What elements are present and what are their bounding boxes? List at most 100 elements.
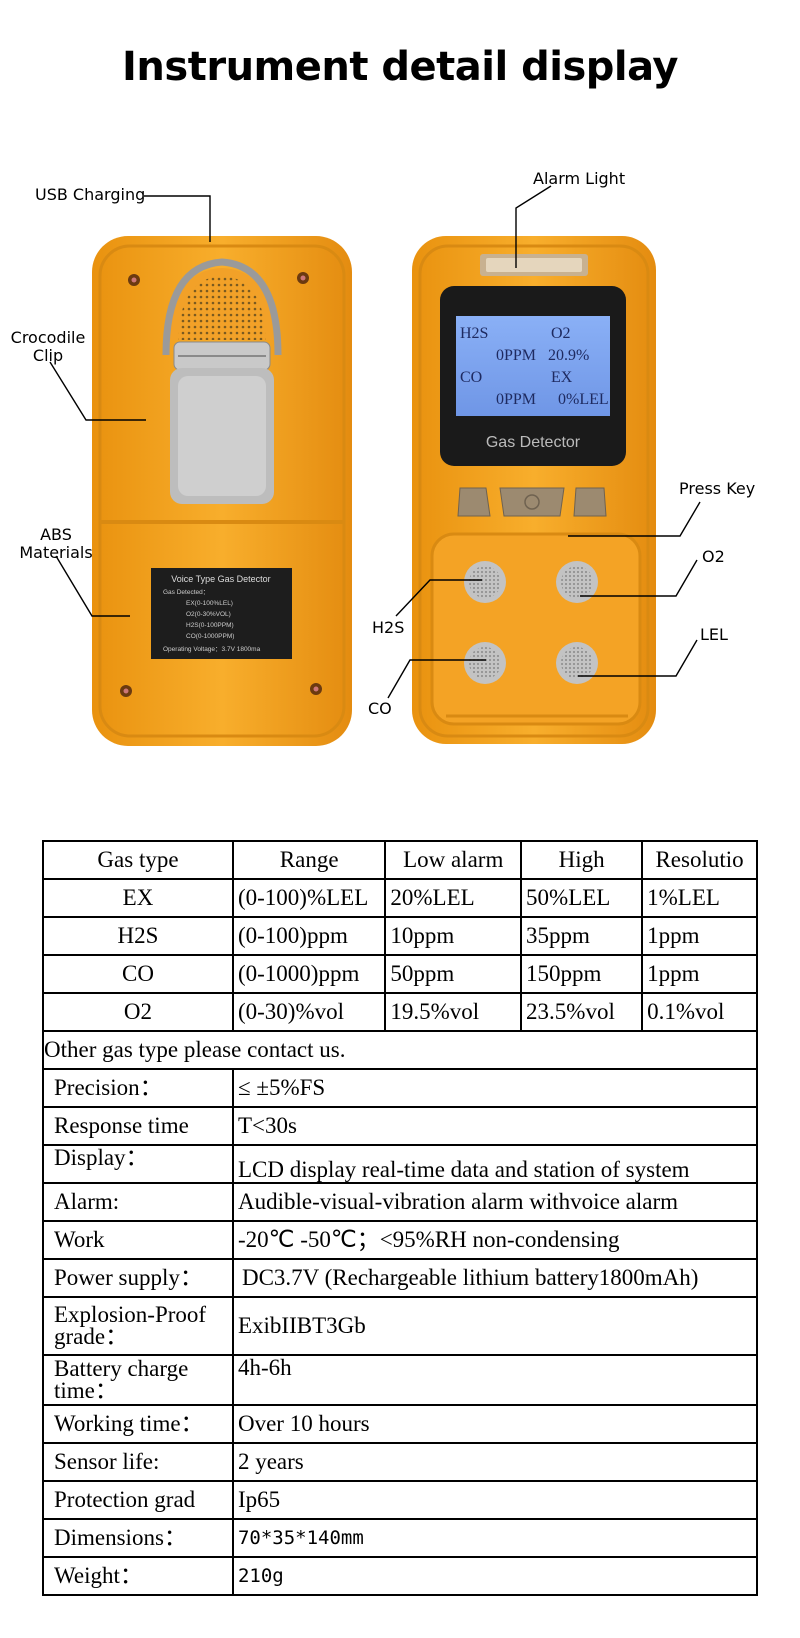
product-photo: Voice Type Gas Detector Gas Detected： EX… [49,185,701,746]
spec-row: Alarm: Audible-visual-vibration alarm wi… [42,1182,759,1222]
lcd-row4-right: 0%LEL [558,391,609,408]
spec-value: Over 10 hours [231,1404,759,1444]
resolution-cell: 0.1%vol [641,992,758,1032]
high-cell: 35ppm [520,916,644,956]
callout-clip-line1: Crocodile [10,328,86,347]
table-row: H2S (0-100)ppm 10ppm 35ppm 1ppm [42,916,758,956]
lcd-row1-right: O2 [551,325,571,342]
resolution-cell: 1ppm [641,916,758,956]
spec-value: LCD display real-time data and station o… [231,1144,759,1184]
spec-label: Sensor life: [42,1442,234,1482]
spec-label: Work [42,1220,234,1260]
plate-line5: CO(0-1000PPM) [186,633,234,640]
range-cell: (0-100)ppm [231,916,387,956]
lcd-row3-left: CO [460,369,482,386]
brand-text: Gas Detector [486,434,581,451]
callout-h2s: H2S [372,618,405,637]
low-alarm-cell: 10ppm [384,916,523,956]
spec-value: ExibIIBT3Gb [231,1296,759,1356]
spec-label: Display： [42,1144,234,1184]
low-alarm-cell: 50ppm [384,954,523,994]
range-cell: (0-30)%vol [231,992,387,1032]
spec-label: Response time [42,1106,234,1146]
gas-cell: H2S [42,916,234,956]
spec-value: ≤ ±5%FS [231,1068,759,1108]
callout-abs-line2: Materials [19,543,93,562]
spec-row: Display： LCD display real-time data and … [42,1144,759,1184]
lcd-row4-left: 0PPM [496,391,536,408]
gas-cell: EX [42,878,234,918]
gas-table-header: Gas type Range Low alarm High Resolutio [42,840,758,880]
callout-lel: LEL [700,625,728,644]
spec-value: 70*35*140mm [231,1518,759,1558]
spec-value: DC3.7V (Rechargeable lithium battery1800… [231,1258,759,1298]
range-cell: (0-100)%LEL [231,878,387,918]
device-back: Voice Type Gas Detector Gas Detected： EX… [92,236,352,746]
spec-label: Weight： [42,1556,234,1596]
header-high: High [520,840,644,880]
plate-line6: Operating Voltage：3.7V 1800ma [163,646,261,653]
plate-line3: O2(0-30%VOL) [186,611,231,618]
low-alarm-cell: 20%LEL [384,878,523,918]
callout-usb-charging: USB Charging [35,185,146,204]
header-gas-type: Gas type [42,840,234,880]
spec-label: Alarm: [42,1182,234,1222]
high-cell: 23.5%vol [520,992,644,1032]
callout-clip-line2: Clip [32,346,64,365]
spec-row: Response time T<30s [42,1106,759,1146]
gas-cell: O2 [42,992,234,1032]
header-resolution: Resolutio [641,840,758,880]
spec-row: Weight： 210g [42,1556,759,1596]
resolution-cell: 1%LEL [641,878,758,918]
page-title: Instrument detail display [122,44,678,90]
spec-value: 2 years [231,1442,759,1482]
plate-line2: EX(0-100%LEL) [186,600,233,607]
spec-label: Precision： [42,1068,234,1108]
callout-o2: O2 [702,547,725,566]
callout-press-key: Press Key [679,479,756,498]
device-front: H2S O2 0PPM 20.9% CO EX 0PPM 0%LEL Gas D… [412,236,656,744]
lcd-row1-left: H2S [460,325,488,342]
spec-value: Ip65 [231,1480,759,1520]
spec-row: Power supply： DC3.7V (Rechargeable lithi… [42,1258,759,1298]
table-row: O2 (0-30)%vol 19.5%vol 23.5%vol 0.1%vol [42,992,758,1032]
spec-row: Battery charge time： 4h-6h [42,1354,759,1406]
spec-row: Working time： Over 10 hours [42,1404,759,1444]
callout-co: CO [368,699,392,718]
spec-row: Precision： ≤ ±5%FS [42,1068,759,1108]
spec-table: Gas type Range Low alarm High Resolutio … [42,840,759,1596]
callout-abs-materials: ABS Materials [14,526,98,562]
spec-value: 210g [231,1556,759,1596]
gas-cell: CO [42,954,234,994]
spec-label: Working time： [42,1404,234,1444]
spec-value: -20℃ -50℃；<95%RH non-condensing [231,1220,759,1260]
header-range: Range [231,840,387,880]
spec-row: Work -20℃ -50℃；<95%RH non-condensing [42,1220,759,1260]
note-row: Other gas type please contact us. [42,1030,758,1070]
callout-abs-line1: ABS [40,525,72,544]
right-key [573,487,607,517]
spec-row: Protection grad Ip65 [42,1480,759,1520]
high-cell: 50%LEL [520,878,644,918]
callout-crocodile-clip: Crocodile Clip [8,329,88,365]
spec-label: Protection grad [42,1480,234,1520]
power-key [499,487,565,517]
range-cell: (0-1000)ppm [231,954,387,994]
spec-label: Battery charge time： [42,1354,234,1406]
table-row: CO (0-1000)ppm 50ppm 150ppm 1ppm [42,954,758,994]
header-low-alarm: Low alarm [384,840,523,880]
lcd-row2-left: 0PPM [496,347,536,364]
spec-label: Power supply： [42,1258,234,1298]
plate-heading: Voice Type Gas Detector [171,574,270,584]
spec-row: Dimensions： 70*35*140mm [42,1518,759,1558]
plate-line4: H2S(0-100PPM) [186,622,234,629]
low-alarm-cell: 19.5%vol [384,992,523,1032]
lcd-row2-right: 20.9% [548,347,589,364]
plate-line1: Gas Detected： [163,589,209,596]
spec-value: T<30s [231,1106,759,1146]
left-key [457,487,491,517]
lcd-row3-right: EX [551,369,573,386]
lcd-screen [456,316,610,416]
table-row: EX (0-100)%LEL 20%LEL 50%LEL 1%LEL [42,878,758,918]
high-cell: 150ppm [520,954,644,994]
